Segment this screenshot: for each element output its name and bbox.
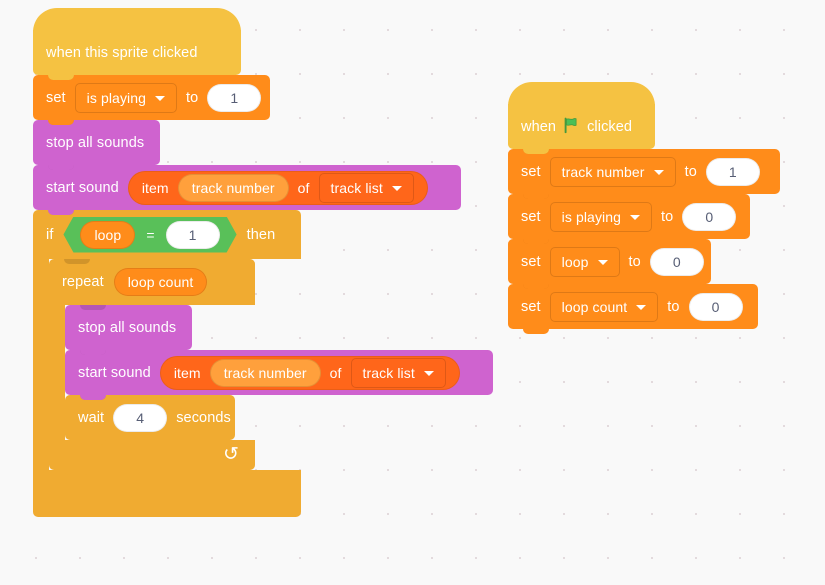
list-dropdown-track-list[interactable]: track list	[350, 357, 446, 388]
to-label: to	[186, 89, 199, 106]
wait-label: wait	[78, 409, 105, 426]
variable-dropdown-is-playing[interactable]: is playing	[74, 82, 178, 113]
value-input[interactable]: 0	[682, 202, 737, 231]
seconds-label: seconds	[176, 409, 231, 426]
if-header[interactable]: if loop = 1 then	[33, 210, 301, 259]
value-input[interactable]: 1	[705, 157, 760, 186]
to-label: to	[661, 208, 674, 225]
repeat-spine	[49, 305, 65, 440]
operator-equals[interactable]: loop = 1	[63, 217, 236, 253]
block-set-is-playing[interactable]: set is playing to 1	[33, 75, 270, 125]
script-green-flag[interactable]: when clicked set track number to 1 set	[508, 82, 780, 334]
variable-dropdown-track-number[interactable]: track number	[549, 156, 676, 187]
clicked-label: clicked	[587, 118, 633, 135]
block-if-then[interactable]: if loop = 1 then repeat loop count	[33, 210, 493, 517]
to-label: to	[684, 163, 697, 180]
chevron-down-icon	[636, 304, 647, 310]
block-when-this-sprite-clicked[interactable]: when this sprite clicked	[33, 8, 241, 80]
repeat-header[interactable]: repeat loop count	[49, 259, 255, 305]
start-sound-label: start sound	[78, 364, 151, 381]
to-label: to	[667, 298, 680, 315]
reporter-item-of-list[interactable]: item track number of track list	[159, 355, 460, 390]
stop-all-sounds-label: stop all sounds	[46, 134, 145, 151]
variable-dropdown-label: is playing	[561, 208, 622, 225]
if-footer[interactable]	[33, 470, 301, 517]
loop-arrow-icon: ↻	[222, 443, 239, 465]
block-start-sound-inner[interactable]: start sound item track number of track l…	[65, 350, 493, 400]
set-label: set	[521, 253, 541, 270]
block-stop-all-sounds-inner[interactable]: stop all sounds	[65, 305, 192, 355]
item-label: item	[141, 179, 169, 196]
variable-dropdown-label: loop count	[561, 298, 628, 315]
variable-track-number[interactable]: track number	[209, 358, 321, 387]
then-label: then	[246, 226, 276, 243]
when-this-sprite-clicked-label: when this sprite clicked	[46, 44, 198, 61]
set-label: set	[521, 208, 541, 225]
repeat-body: stop all sounds start sound item track n…	[49, 305, 493, 445]
stop-all-sounds-label: stop all sounds	[78, 319, 177, 336]
to-label: to	[628, 253, 641, 270]
repeat-footer[interactable]: ↻	[49, 440, 255, 475]
set-label: set	[521, 163, 541, 180]
script-sprite-clicked[interactable]: when this sprite clicked set is playing …	[33, 8, 493, 517]
value-input[interactable]: 0	[688, 292, 743, 321]
variable-dropdown-is-playing[interactable]: is playing	[549, 201, 653, 232]
start-sound-label: start sound	[46, 179, 119, 196]
variable-dropdown-label: loop	[561, 253, 589, 270]
value-input[interactable]: 0	[649, 247, 704, 276]
variable-dropdown-label: track number	[561, 163, 645, 180]
value-input[interactable]: 1	[207, 83, 262, 112]
block-wait-seconds[interactable]: wait 4 seconds	[65, 395, 235, 445]
block-set-track-number[interactable]: set track number to 1	[508, 149, 780, 199]
if-label: if	[46, 226, 54, 243]
list-dropdown-track-list[interactable]: track list	[318, 172, 414, 203]
block-start-sound[interactable]: start sound item track number of track l…	[33, 165, 461, 215]
reporter-item-of-list[interactable]: item track number of track list	[127, 170, 428, 205]
variable-loop[interactable]: loop	[80, 221, 135, 249]
hat-cap	[33, 8, 241, 32]
variable-dropdown-loop-count[interactable]: loop count	[549, 291, 659, 322]
block-stop-all-sounds[interactable]: stop all sounds	[33, 120, 160, 170]
variable-loop-count[interactable]: loop count	[113, 268, 208, 296]
chevron-down-icon	[630, 214, 641, 220]
if-body: repeat loop count stop all sounds	[33, 259, 493, 475]
variable-dropdown-loop[interactable]: loop	[549, 246, 620, 277]
block-set-is-playing[interactable]: set is playing to 0	[508, 194, 750, 244]
block-when-green-flag-clicked[interactable]: when clicked	[508, 82, 655, 154]
wait-duration-input[interactable]: 4	[113, 403, 168, 432]
chevron-down-icon	[423, 370, 434, 376]
set-label: set	[46, 89, 66, 106]
block-repeat[interactable]: repeat loop count stop all sounds	[49, 259, 493, 475]
equals-right-input[interactable]: 1	[166, 221, 220, 249]
block-set-loop-count[interactable]: set loop count to 0	[508, 284, 758, 334]
repeat-inner-stack: stop all sounds start sound item track n…	[65, 305, 493, 445]
equals-sign: =	[146, 226, 155, 243]
set-label: set	[521, 298, 541, 315]
green-flag-icon	[563, 117, 580, 137]
hat-cap	[508, 82, 655, 106]
if-spine	[33, 259, 49, 470]
chevron-down-icon	[155, 95, 166, 101]
block-set-loop[interactable]: set loop to 0	[508, 239, 711, 289]
of-label: of	[329, 364, 342, 381]
list-dropdown-label: track list	[330, 179, 383, 196]
variable-dropdown-label: is playing	[86, 89, 147, 106]
item-label: item	[173, 364, 201, 381]
variable-track-number[interactable]: track number	[177, 173, 289, 202]
list-dropdown-label: track list	[362, 364, 415, 381]
chevron-down-icon	[653, 169, 664, 175]
when-label: when	[521, 118, 557, 135]
of-label: of	[297, 179, 310, 196]
chevron-down-icon	[391, 185, 402, 191]
repeat-label: repeat	[62, 274, 104, 290]
chevron-down-icon	[597, 259, 608, 265]
